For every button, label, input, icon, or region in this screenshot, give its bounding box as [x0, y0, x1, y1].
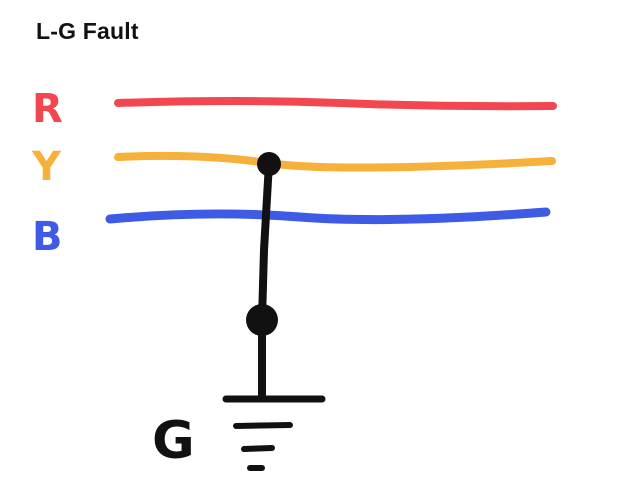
fault-impedance-node	[246, 304, 278, 336]
phase-line-b	[105, 207, 551, 225]
ground-label: G	[152, 411, 195, 471]
diagram-title: L-G Fault	[36, 18, 139, 44]
ground-bar-2	[233, 422, 293, 429]
ground-bar-3	[241, 445, 275, 452]
fault-wire	[258, 159, 273, 402]
fault-junction-node	[257, 152, 281, 176]
phase-label-y: Y	[31, 144, 62, 190]
phase-line-y	[114, 151, 556, 172]
phase-label-r: R	[32, 86, 63, 132]
phase-line-r	[114, 97, 557, 111]
phase-label-b: B	[32, 214, 63, 260]
